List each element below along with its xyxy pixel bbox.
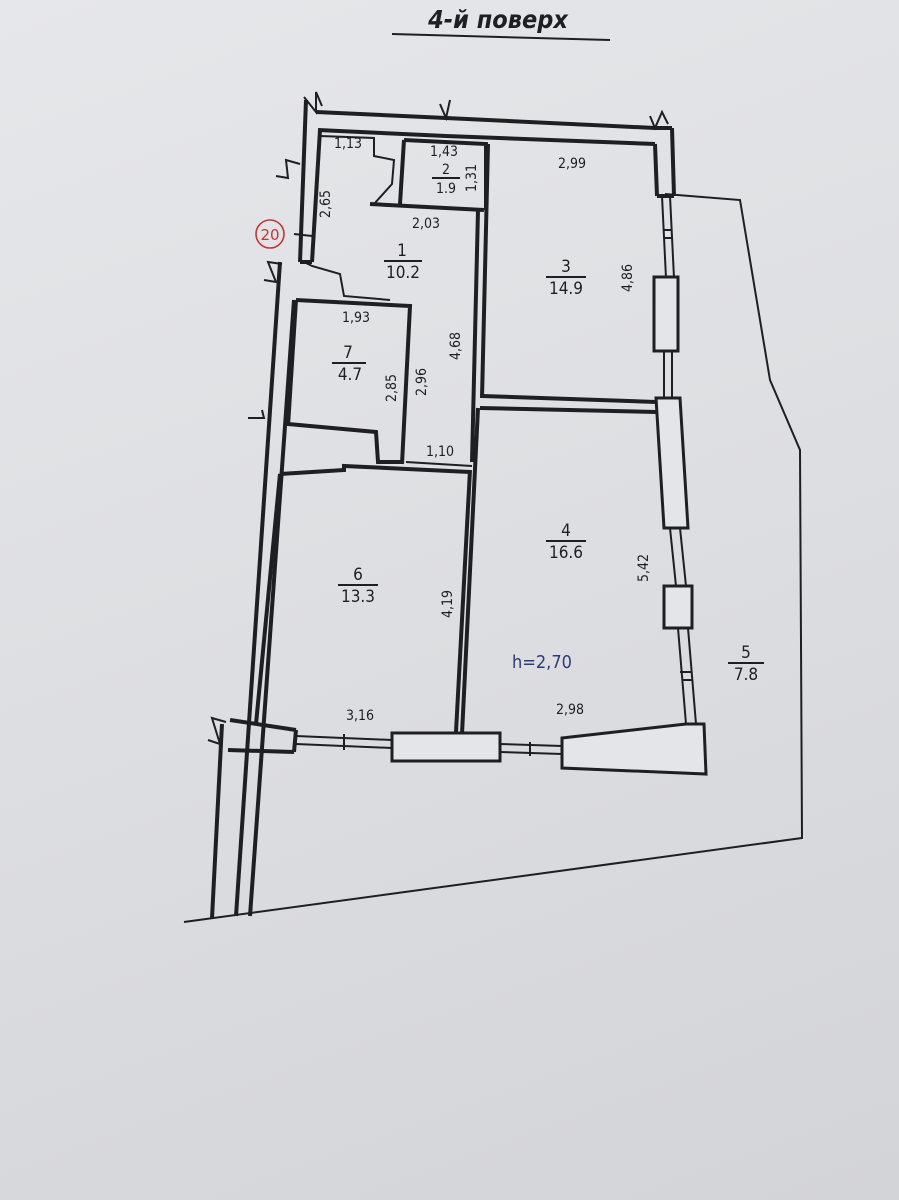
room-3-label: 3 14.9 (546, 257, 586, 299)
window-room4-top (654, 396, 690, 530)
wall-segment (210, 723, 224, 919)
room-1-number: 1 (397, 241, 407, 261)
window-bottom-left (390, 731, 502, 763)
wall-segment (454, 469, 472, 733)
room-5-area: 7.8 (734, 665, 758, 685)
wall-segment (287, 422, 402, 464)
wall-segment (254, 473, 282, 725)
wall-segment (298, 99, 308, 263)
wall-segment (653, 143, 659, 197)
dim-1-93: 1,93 (342, 310, 370, 326)
dim-3-16: 3,16 (346, 708, 374, 724)
room-4-number: 4 (561, 521, 571, 541)
floor-title: 4-й поверх (427, 5, 569, 34)
wall-top-right-inner (445, 134, 656, 146)
dim-2-98: 2,98 (556, 702, 584, 718)
wall-segment (292, 729, 298, 753)
wall-segment (248, 299, 296, 917)
dim-4-19: 4,19 (440, 590, 456, 618)
window-room4-small (662, 584, 694, 630)
ceiling-height-note: h=2,70 (512, 652, 572, 673)
room-6-label: 6 13.3 (338, 565, 378, 607)
wall-break-mark (248, 409, 266, 419)
dim-1-13: 1,13 (334, 136, 362, 152)
wall-segment (229, 718, 297, 732)
wall-segment (234, 261, 282, 917)
dim-2-85: 2,85 (384, 374, 400, 402)
dim-5-42: 5,42 (636, 554, 652, 582)
grid-marker-circle (255, 219, 285, 249)
dimensions: 1,13 1,43 1,31 2,99 2,65 2,03 4,86 1,93 … (318, 136, 652, 724)
wall-segment (670, 127, 676, 197)
interior-walls (254, 135, 692, 735)
window-bottom-right (560, 722, 708, 776)
dim-2-99: 2,99 (558, 156, 586, 172)
wall-break-mark (275, 158, 301, 180)
wall-top-left-inner (317, 128, 447, 138)
room-6-number: 6 (353, 565, 363, 585)
dim-1-43: 1,43 (430, 144, 458, 160)
wall-top-left (315, 110, 447, 120)
wall-segment (679, 527, 687, 587)
wall-break-mark (649, 109, 669, 131)
wall-segment (295, 298, 413, 465)
wall-break-mark (207, 716, 227, 746)
room-6-area: 13.3 (341, 587, 375, 607)
room-2-label: 2 1.9 (432, 162, 460, 197)
wall-segment (405, 461, 473, 467)
title-underline (391, 33, 611, 41)
wall-segment (319, 135, 396, 205)
room-5-number: 5 (741, 643, 751, 663)
wall-segment (669, 527, 677, 587)
room-2-number: 2 (442, 162, 450, 178)
balcony-outline (183, 193, 804, 923)
room-3-area: 14.9 (549, 279, 583, 299)
dim-2-65: 2,65 (318, 190, 334, 218)
wall-break-mark (263, 260, 283, 284)
wall-segment (310, 129, 322, 263)
wall-segment (470, 209, 480, 463)
dim-1-10: 1,10 (426, 444, 454, 460)
room-7-number: 7 (343, 343, 353, 363)
dim-2-96: 2,96 (414, 368, 430, 396)
wall-top-right (445, 116, 656, 130)
room-3-number: 3 (561, 257, 571, 277)
dim-4-68: 4,68 (448, 332, 464, 360)
wall-segment (677, 627, 687, 725)
wall-segment (481, 394, 657, 404)
wall-segment (479, 406, 657, 414)
room-2-area: 1.9 (436, 181, 456, 197)
wall-segment (286, 299, 298, 427)
room-labels: 1 10.2 2 1.9 3 14.9 4 16.6 5 7.8 6 13.3 (332, 162, 764, 685)
dim-2-03: 2,03 (412, 216, 440, 232)
room-1-area: 10.2 (386, 263, 420, 283)
wall-segment (369, 202, 485, 212)
window-room3 (652, 275, 680, 353)
wall-segment (227, 748, 295, 754)
dim-4-86: 4,86 (620, 264, 636, 292)
wall-segment (687, 627, 697, 725)
room-7-label: 7 4.7 (332, 343, 366, 385)
room-4-label: 4 16.6 (546, 521, 586, 563)
wall-segment (460, 407, 480, 735)
outer-walls (207, 91, 708, 919)
wall-segment (480, 143, 490, 399)
room-7-area: 4.7 (338, 365, 362, 385)
wall-segment (303, 261, 391, 301)
wall-segment (293, 233, 313, 237)
dim-1-31: 1,31 (464, 164, 480, 192)
wall-segment (398, 139, 406, 205)
room-5-label: 5 7.8 (728, 643, 764, 685)
wall-break-mark (439, 99, 451, 122)
wall-break-mark (303, 91, 323, 115)
grid-marker-label: 20 (260, 226, 279, 244)
room-4-area: 16.6 (549, 543, 583, 563)
wall-segment (279, 463, 471, 476)
room-1-label: 1 10.2 (384, 241, 422, 283)
